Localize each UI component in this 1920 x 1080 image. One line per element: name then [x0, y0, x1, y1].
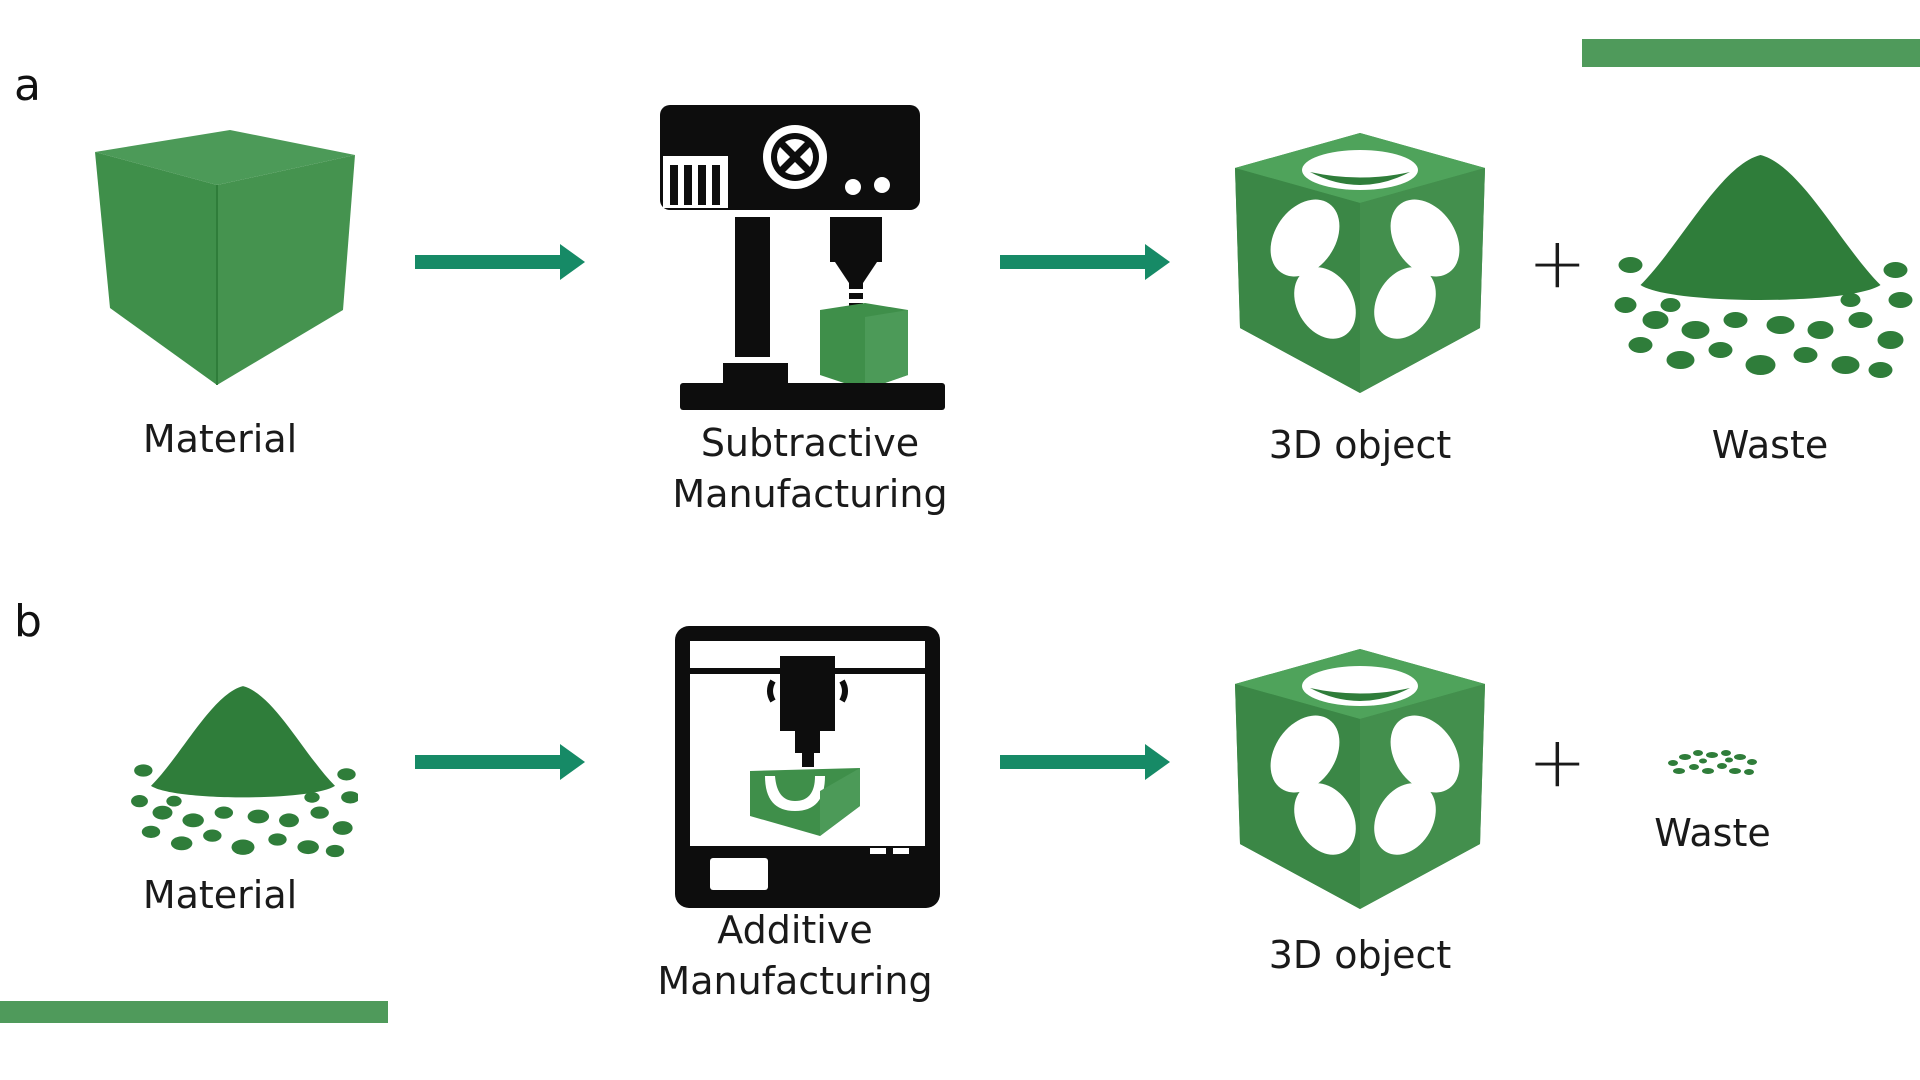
subtractive-label: Subtractive Manufacturing: [660, 418, 960, 521]
cube-icon: [95, 130, 355, 385]
plus-sign-b: +: [1528, 721, 1587, 803]
additive-label: Additive Manufacturing: [645, 905, 945, 1008]
powder-pile-icon: [128, 678, 358, 863]
arrow-right-icon: [415, 742, 585, 782]
object-label-a: 3D object: [1268, 423, 1452, 467]
waste-pile-icon: [1608, 145, 1913, 385]
additive-label-line1: Additive: [717, 908, 873, 952]
accent-bar-bottom-left: [0, 1001, 388, 1023]
additive-label-line2: Manufacturing: [657, 959, 933, 1004]
material-label-b: Material: [142, 873, 298, 917]
milling-machine-icon: [660, 105, 945, 410]
panel-letter-a: a: [14, 60, 41, 111]
3d-printer-icon: [675, 626, 940, 908]
object-label-b: 3D object: [1268, 933, 1452, 977]
accent-bar-top-right: [1582, 39, 1920, 67]
waste-label-b: Waste: [1654, 811, 1771, 855]
subtractive-label-line2: Manufacturing: [672, 472, 948, 517]
waste-label-a: Waste: [1711, 423, 1829, 467]
arrow-right-icon: [1000, 242, 1170, 282]
panel-letter-b: b: [14, 596, 42, 647]
arrow-right-icon: [415, 242, 585, 282]
subtractive-label-line1: Subtractive: [700, 421, 920, 465]
lattice-cube-icon: [1230, 644, 1490, 914]
waste-particles-icon: [1668, 750, 1757, 775]
arrow-right-icon: [1000, 742, 1170, 782]
material-label-a: Material: [142, 417, 298, 461]
plus-sign-a: +: [1528, 222, 1587, 304]
lattice-cube-icon: [1230, 128, 1490, 398]
